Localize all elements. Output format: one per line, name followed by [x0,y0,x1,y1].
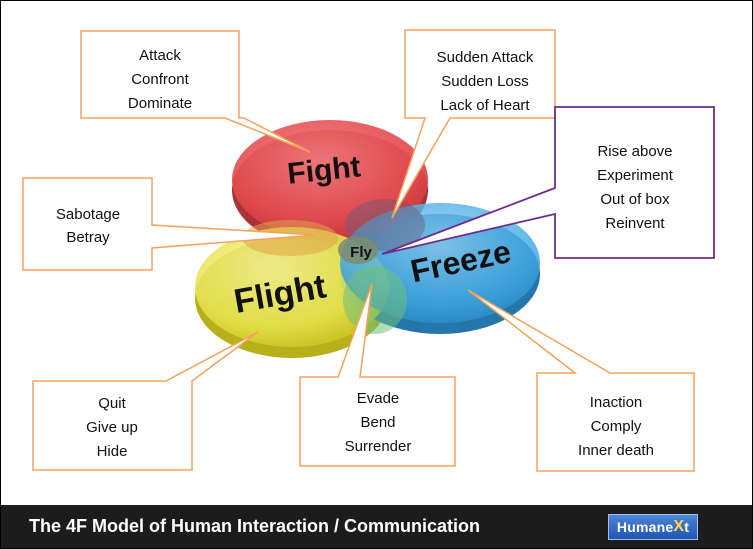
footer-title: The 4F Model of Human Interaction / Comm… [29,516,481,536]
callout-fight [80,30,311,153]
four-f-diagram: Fight Flight Freeze Fly Attack Confront … [22,29,715,472]
fight-label: Fight [286,150,362,190]
callout-sudden-line-2: Sudden Loss [441,73,529,90]
callout-quit [32,331,259,471]
callout-evade-line-3: Surrender [345,438,412,455]
callout-sudden-line-1: Sudden Attack [437,49,534,66]
callout-quit-line-3: Hide [97,443,128,460]
callout-inaction-line-1: Inaction [590,394,643,411]
flight-circle [195,227,389,347]
callout-sudden [391,29,556,219]
callout-evade-line-1: Evade [357,390,400,407]
callout-fight-line-3: Dominate [128,95,192,112]
fight-circle [232,120,428,240]
callout-sabotage-line-1: Sabotage [56,206,120,223]
callout-sabotage-line-2: Betray [66,229,110,246]
callout-fight-line-1: Attack [139,47,181,64]
callout-sabotage [22,177,317,271]
callout-rise-line-1: Rise above [597,143,672,160]
callout-evade [299,283,456,467]
brand-main: Humane [616,519,674,535]
fly-label: Fly [350,244,372,261]
callout-sudden-line-3: Lack of Heart [440,97,530,114]
brand-t: t [684,519,690,535]
flight-freeze-overlap [343,266,407,334]
callout-inaction-line-2: Comply [591,418,642,435]
callout-rise [381,106,715,259]
brand-x: X [673,518,685,535]
callout-inaction-line-3: Inner death [578,442,654,459]
callout-rise-line-3: Out of box [600,191,670,208]
callout-rise-line-4: Reinvent [605,215,665,232]
callout-quit-line-1: Quit [98,395,126,412]
fight-flight-overlap [242,220,338,256]
fly-center [338,236,378,264]
callout-quit-line-2: Give up [86,419,138,436]
callout-rise-line-2: Experiment [597,167,674,184]
callout-evade-line-2: Bend [360,414,395,431]
footer-bar: The 4F Model of Human Interaction / Comm… [1,505,752,548]
callout-fight-line-2: Confront [131,71,189,88]
callout-inaction [467,289,695,472]
